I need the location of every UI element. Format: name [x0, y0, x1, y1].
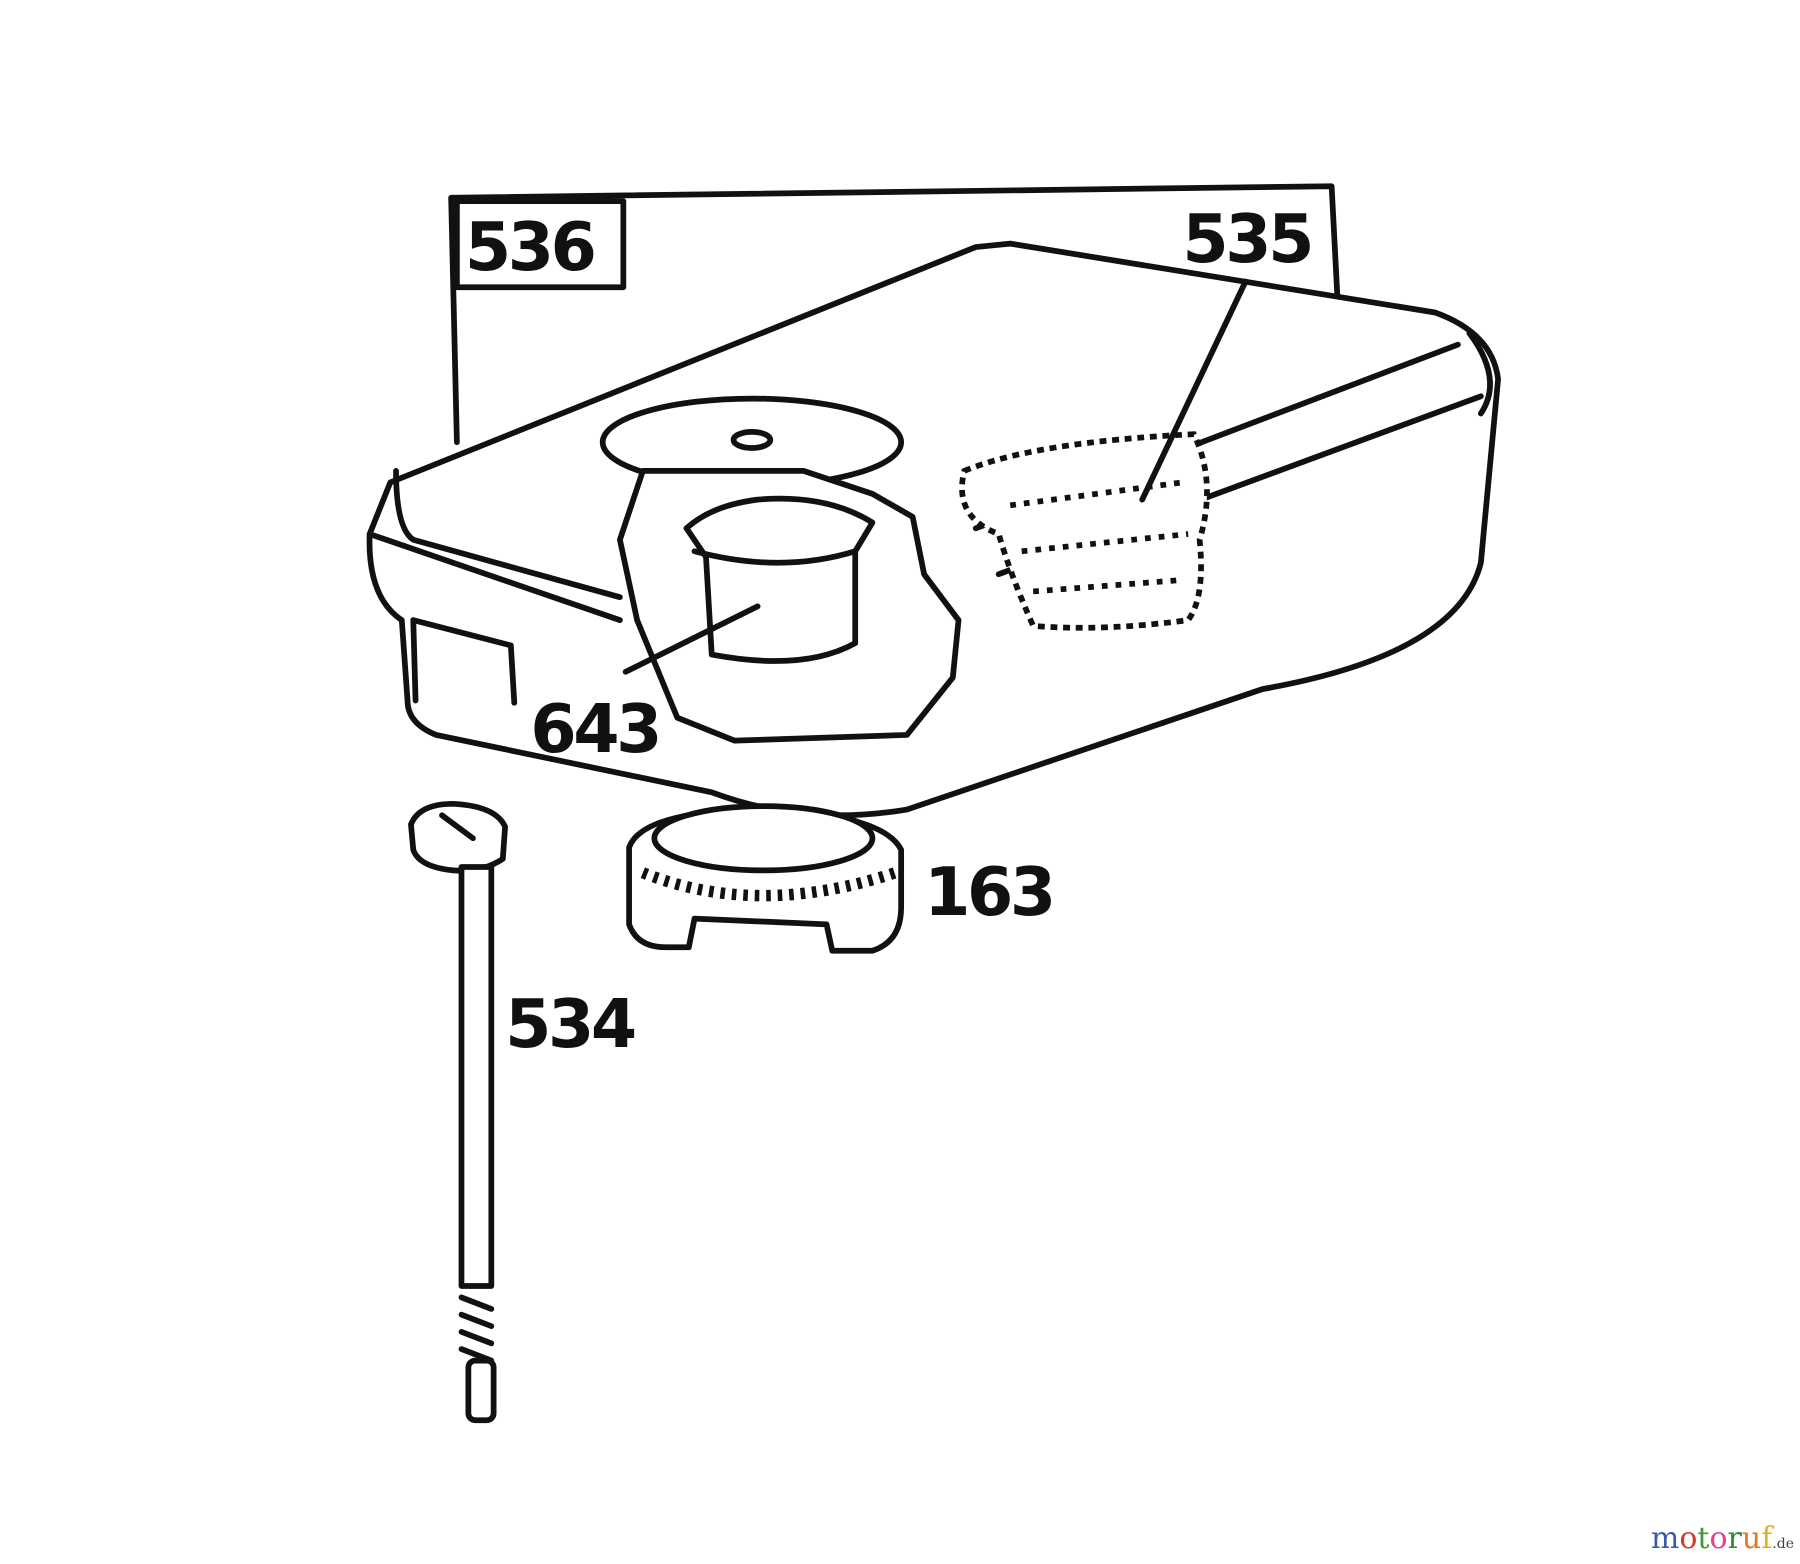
gasket-base: 163 — [626, 803, 1056, 954]
callout-643: 643 — [530, 603, 761, 768]
wing-screw: 534 — [408, 800, 638, 1424]
callout-535: 535 — [1139, 200, 1314, 503]
part-label-535: 535 — [1182, 200, 1311, 278]
part-label-643: 643 — [530, 690, 659, 768]
foam-element — [959, 431, 1210, 631]
callout-536: 536 — [448, 183, 1341, 446]
part-label-163: 163 — [924, 853, 1053, 931]
part-label-536: 536 — [465, 208, 594, 286]
watermark-logo: motoruf.de — [1650, 1521, 1794, 1556]
part-label-534: 534 — [505, 985, 635, 1063]
